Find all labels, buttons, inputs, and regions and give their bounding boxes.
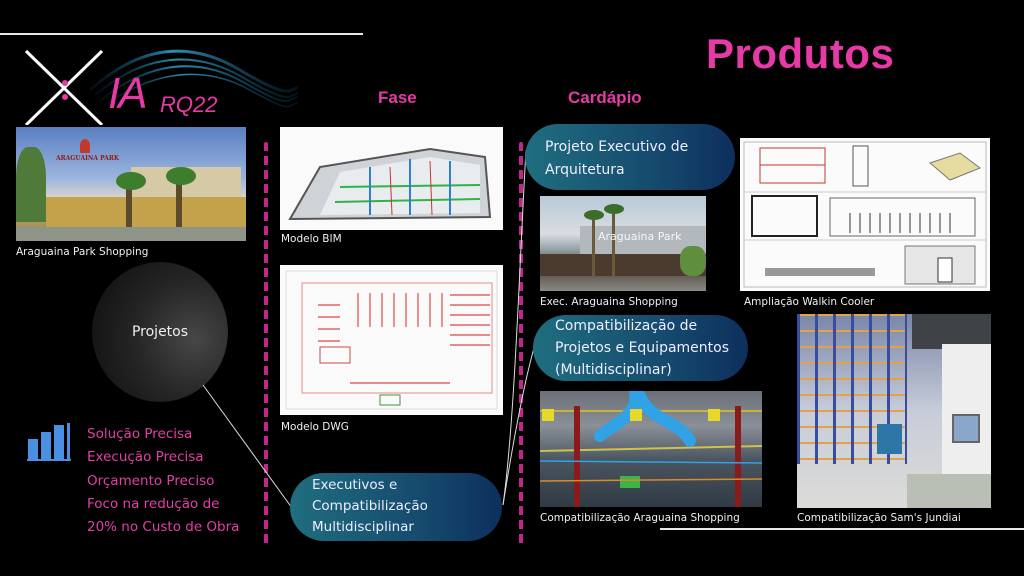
compatibilizacao-pill[interactable]: Compatibilização de Projetos e Equipamen… [533, 315, 748, 381]
logo-wave-graphic [24, 49, 299, 125]
facade-sign: Araguaina Park [598, 230, 682, 243]
dwg-model-image [280, 265, 503, 415]
executivos-pill-line: Compatibilização [312, 498, 428, 514]
compatibilizacao-pill-line: Compatibilização de [555, 318, 698, 334]
logo-text: IA [108, 69, 148, 118]
compatibilizacao-pill-line: (Multidisciplinar) [555, 362, 672, 378]
compatibilizacao-pill-line: Projetos e Equipamentos [555, 340, 730, 356]
benefits-list: Solução Precisa Execução Precisa Orçamen… [87, 423, 239, 539]
hero-caption: Araguaina Park Shopping [16, 246, 149, 258]
benefit-item: Foco na redução de [87, 495, 220, 512]
projeto-executivo-pill-line: Arquitetura [545, 162, 625, 178]
projetos-circle[interactable]: Projetos [92, 262, 228, 402]
top-divider [0, 33, 363, 35]
dwg-floorplan-drawing [285, 270, 498, 410]
exec-caption: Exec. Araguaina Shopping [540, 296, 678, 308]
walkin-cooler-image [740, 138, 990, 291]
bim-caption: Modelo BIM [281, 233, 342, 245]
dashed-divider-left [264, 142, 268, 546]
hero-image-araguaina-park: ARAGUAINA PARK [16, 127, 246, 241]
column-header-fase: Fase [378, 88, 417, 107]
exec-araguaina-image: Araguaina Park [540, 196, 706, 291]
compat-araguaina-caption: Compatibilização Araguaina Shopping [540, 512, 740, 524]
sams-jundiai-image [797, 314, 991, 508]
logo-subtext: RQ22 [160, 92, 218, 117]
logo: IA RQ22 [20, 45, 310, 125]
bim-model-image [280, 127, 503, 230]
benefit-item: Orçamento Preciso [87, 472, 215, 489]
dashed-divider-right [519, 142, 523, 546]
bar-chart-icon [27, 422, 75, 462]
compat-3d-drawing [540, 391, 762, 507]
benefit-item: Execução Precisa [87, 449, 204, 466]
benefit-item: Solução Precisa [87, 426, 193, 442]
araguaina-park-logo-text: ARAGUAINA PARK [56, 155, 120, 162]
dwg-caption: Modelo DWG [281, 421, 349, 433]
executivos-pill-line: Executivos e [312, 477, 398, 493]
column-header-cardapio: Cardápio [568, 88, 642, 107]
benefit-item: 20% no Custo de Obra [87, 519, 240, 536]
walkin-caption: Ampliação Walkin Cooler [744, 296, 875, 308]
bottom-divider [660, 528, 1024, 530]
executivos-pill-line: Multidisciplinar [312, 519, 414, 535]
projeto-executivo-pill-line: Projeto Executivo de [545, 139, 689, 155]
araguaina-park-logo-icon [80, 139, 90, 153]
sams-caption: Compatibilização Sam's Jundiai [797, 512, 961, 524]
compat-araguaina-image [540, 391, 762, 507]
executivos-pill[interactable]: Executivos e Compatibilização Multidisci… [290, 473, 502, 541]
projetos-label: Projetos [131, 324, 189, 340]
projeto-executivo-pill[interactable]: Projeto Executivo de Arquitetura [525, 124, 735, 190]
bim-model-drawing [288, 147, 492, 221]
page-title: Produtos [706, 30, 895, 77]
walkin-cooler-drawing [743, 141, 987, 288]
